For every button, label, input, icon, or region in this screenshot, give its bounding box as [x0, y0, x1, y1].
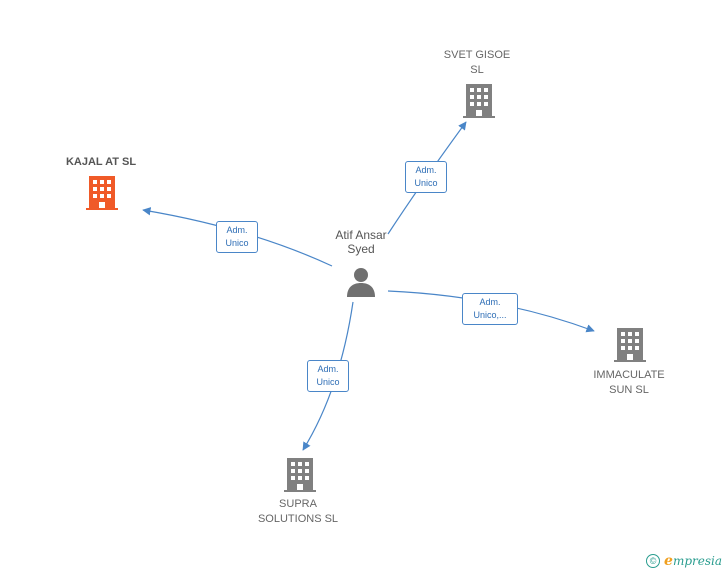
company-kajal-line1: KAJAL AT SL	[65, 156, 137, 168]
person-name[interactable]: Atif Ansar Syed	[335, 228, 386, 256]
brand-initial: e	[664, 553, 673, 569]
building-icon[interactable]	[614, 328, 646, 367]
edge-supra-role: Adm.	[317, 364, 339, 374]
company-svet-line2: SL	[470, 64, 484, 76]
edge-label-immaculate[interactable]: Adm. Unico,...	[462, 293, 518, 325]
edge-immaculate-type: Unico,...	[473, 310, 507, 320]
person-name-line1: Atif Ansar	[335, 228, 387, 242]
edge-supra-type: Unico	[316, 377, 340, 387]
person-icon[interactable]	[346, 266, 376, 303]
edge-kajal-type: Unico	[225, 238, 249, 248]
person-name-line2: Syed	[347, 242, 375, 256]
company-label-svet[interactable]: SVET GISOE SL	[444, 48, 510, 78]
edge-kajal-role: Adm.	[226, 225, 248, 235]
company-label-supra[interactable]: SUPRA SOLUTIONS SL	[258, 497, 338, 527]
edge-label-kajal[interactable]: Adm. Unico	[216, 221, 258, 253]
copyright-icon: ©	[646, 554, 661, 568]
edge-label-svet[interactable]: Adm. Unico	[405, 161, 447, 193]
company-svet-line1: SVET GISOE	[443, 49, 511, 61]
building-icon[interactable]	[86, 176, 118, 215]
footer-brand: © empresia	[646, 553, 722, 569]
building-icon[interactable]	[463, 84, 495, 123]
company-label-immaculate[interactable]: IMMACULATE SUN SL	[593, 368, 664, 398]
company-immaculate-line2: SUN SL	[609, 384, 649, 396]
company-supra-line2: SOLUTIONS SL	[257, 513, 339, 525]
edge-svet-type: Unico	[414, 178, 438, 188]
brand-rest: mpresia	[672, 554, 722, 568]
edge-immaculate-role: Adm.	[479, 297, 501, 307]
company-supra-line1: SUPRA	[279, 498, 317, 510]
building-icon[interactable]	[284, 458, 316, 497]
brand-logo[interactable]: empresia	[664, 553, 722, 569]
company-immaculate-line1: IMMACULATE	[593, 369, 665, 381]
company-label-kajal[interactable]: KAJAL AT SL	[66, 155, 136, 170]
edge-svet-role: Adm.	[415, 165, 437, 175]
edge-label-supra[interactable]: Adm. Unico	[307, 360, 349, 392]
